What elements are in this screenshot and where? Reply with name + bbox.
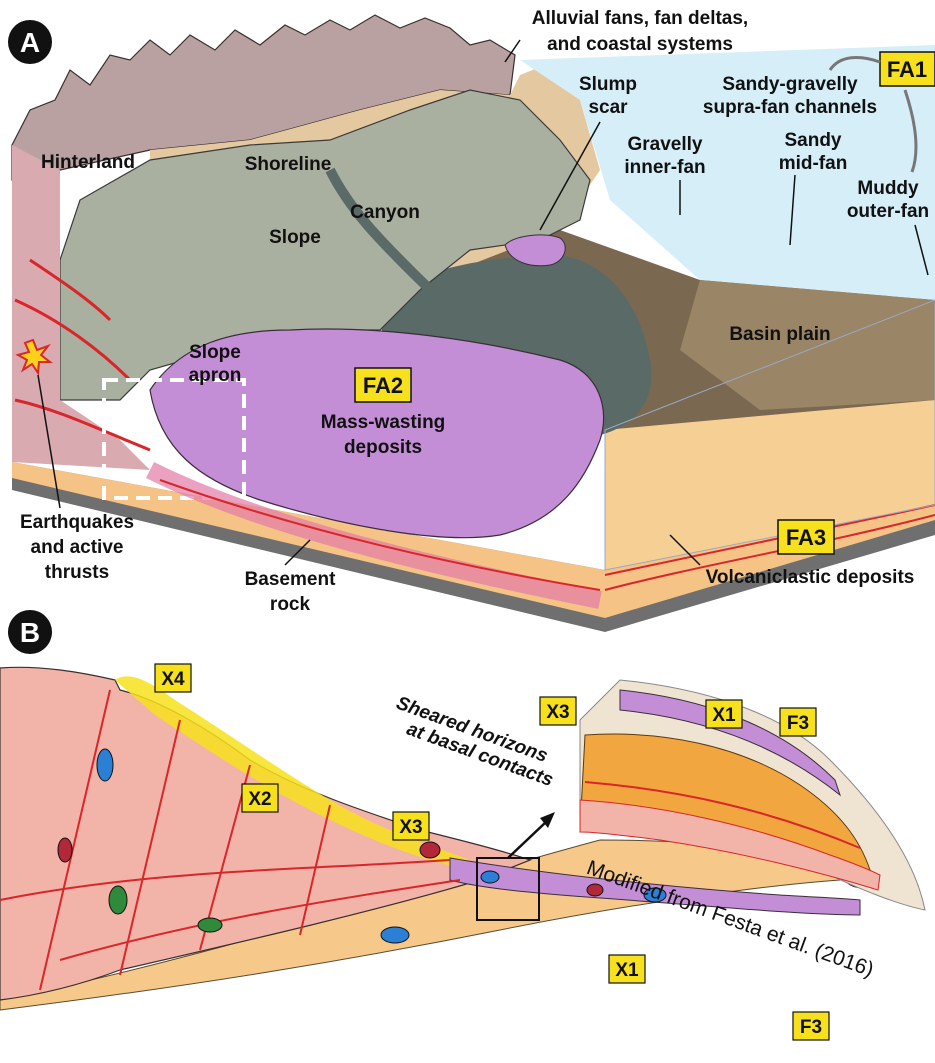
f3-text: F3 (800, 1017, 822, 1038)
label-basement-line2: rock (270, 594, 311, 615)
label-slope: Slope (269, 227, 321, 248)
label-canyon: Canyon (350, 202, 420, 223)
label-slump-line2: scar (588, 97, 628, 118)
x1-inset-text: X1 (712, 705, 736, 726)
fa3-text: FA3 (786, 525, 826, 550)
label-gravelly-line1: Gravelly (628, 134, 703, 155)
melange-block (587, 884, 603, 896)
label-sandy-gravelly-line2: supra-fan channels (703, 97, 877, 118)
melange-block (97, 749, 113, 781)
label-sandy-mid-line1: Sandy (784, 130, 841, 151)
fa1-text: FA1 (887, 57, 927, 82)
label-alluvial-line1: Alluvial fans, fan deltas, (532, 8, 748, 29)
x4-text: X4 (161, 669, 185, 690)
inset-arrow (508, 822, 546, 858)
label-hinterland: Hinterland (41, 152, 135, 173)
panel-b: B (0, 610, 925, 1040)
label-basement-line1: Basement (245, 569, 336, 590)
label-slope-apron-line1: Slope (189, 342, 241, 363)
label-earthquakes-line2: and active (31, 537, 124, 558)
label-sandy-gravelly-line1: Sandy-gravelly (722, 74, 858, 95)
label-mass-wasting-line2: deposits (344, 437, 422, 458)
f3-inset-text: F3 (787, 713, 809, 734)
label-basin-plain: Basin plain (729, 324, 830, 345)
panel-b-letter: B (20, 617, 40, 648)
x2-text: X2 (248, 789, 271, 810)
label-muddy-line2: outer-fan (847, 201, 929, 222)
label-mass-wasting-line1: Mass-wasting (321, 412, 446, 433)
x3-text: X3 (399, 817, 422, 838)
melange-block (481, 871, 499, 883)
label-slump-line1: Slump (579, 74, 637, 95)
label-gravelly-line2: inner-fan (624, 157, 705, 178)
melange-block (109, 886, 127, 914)
label-sandy-mid-line2: mid-fan (779, 153, 848, 174)
label-muddy-line1: Muddy (857, 178, 919, 199)
panel-a: A Alluvial fans, fan deltas, and coastal… (8, 8, 935, 632)
label-shoreline: Shoreline (245, 154, 332, 175)
panel-a-letter: A (20, 27, 40, 58)
melange-block (381, 927, 409, 943)
label-volcaniclastic: Volcaniclastic deposits (706, 567, 915, 588)
melange-block (58, 838, 72, 862)
melange-block (198, 918, 222, 932)
x3-inset-text: X3 (546, 702, 569, 723)
label-alluvial-line2: and coastal systems (547, 34, 733, 55)
melange-block (420, 842, 440, 858)
label-earthquakes-line1: Earthquakes (20, 512, 134, 533)
fa2-text: FA2 (363, 373, 403, 398)
label-earthquakes-line3: thrusts (45, 562, 109, 583)
x1-text: X1 (615, 960, 639, 981)
label-slope-apron-line2: apron (189, 365, 242, 386)
